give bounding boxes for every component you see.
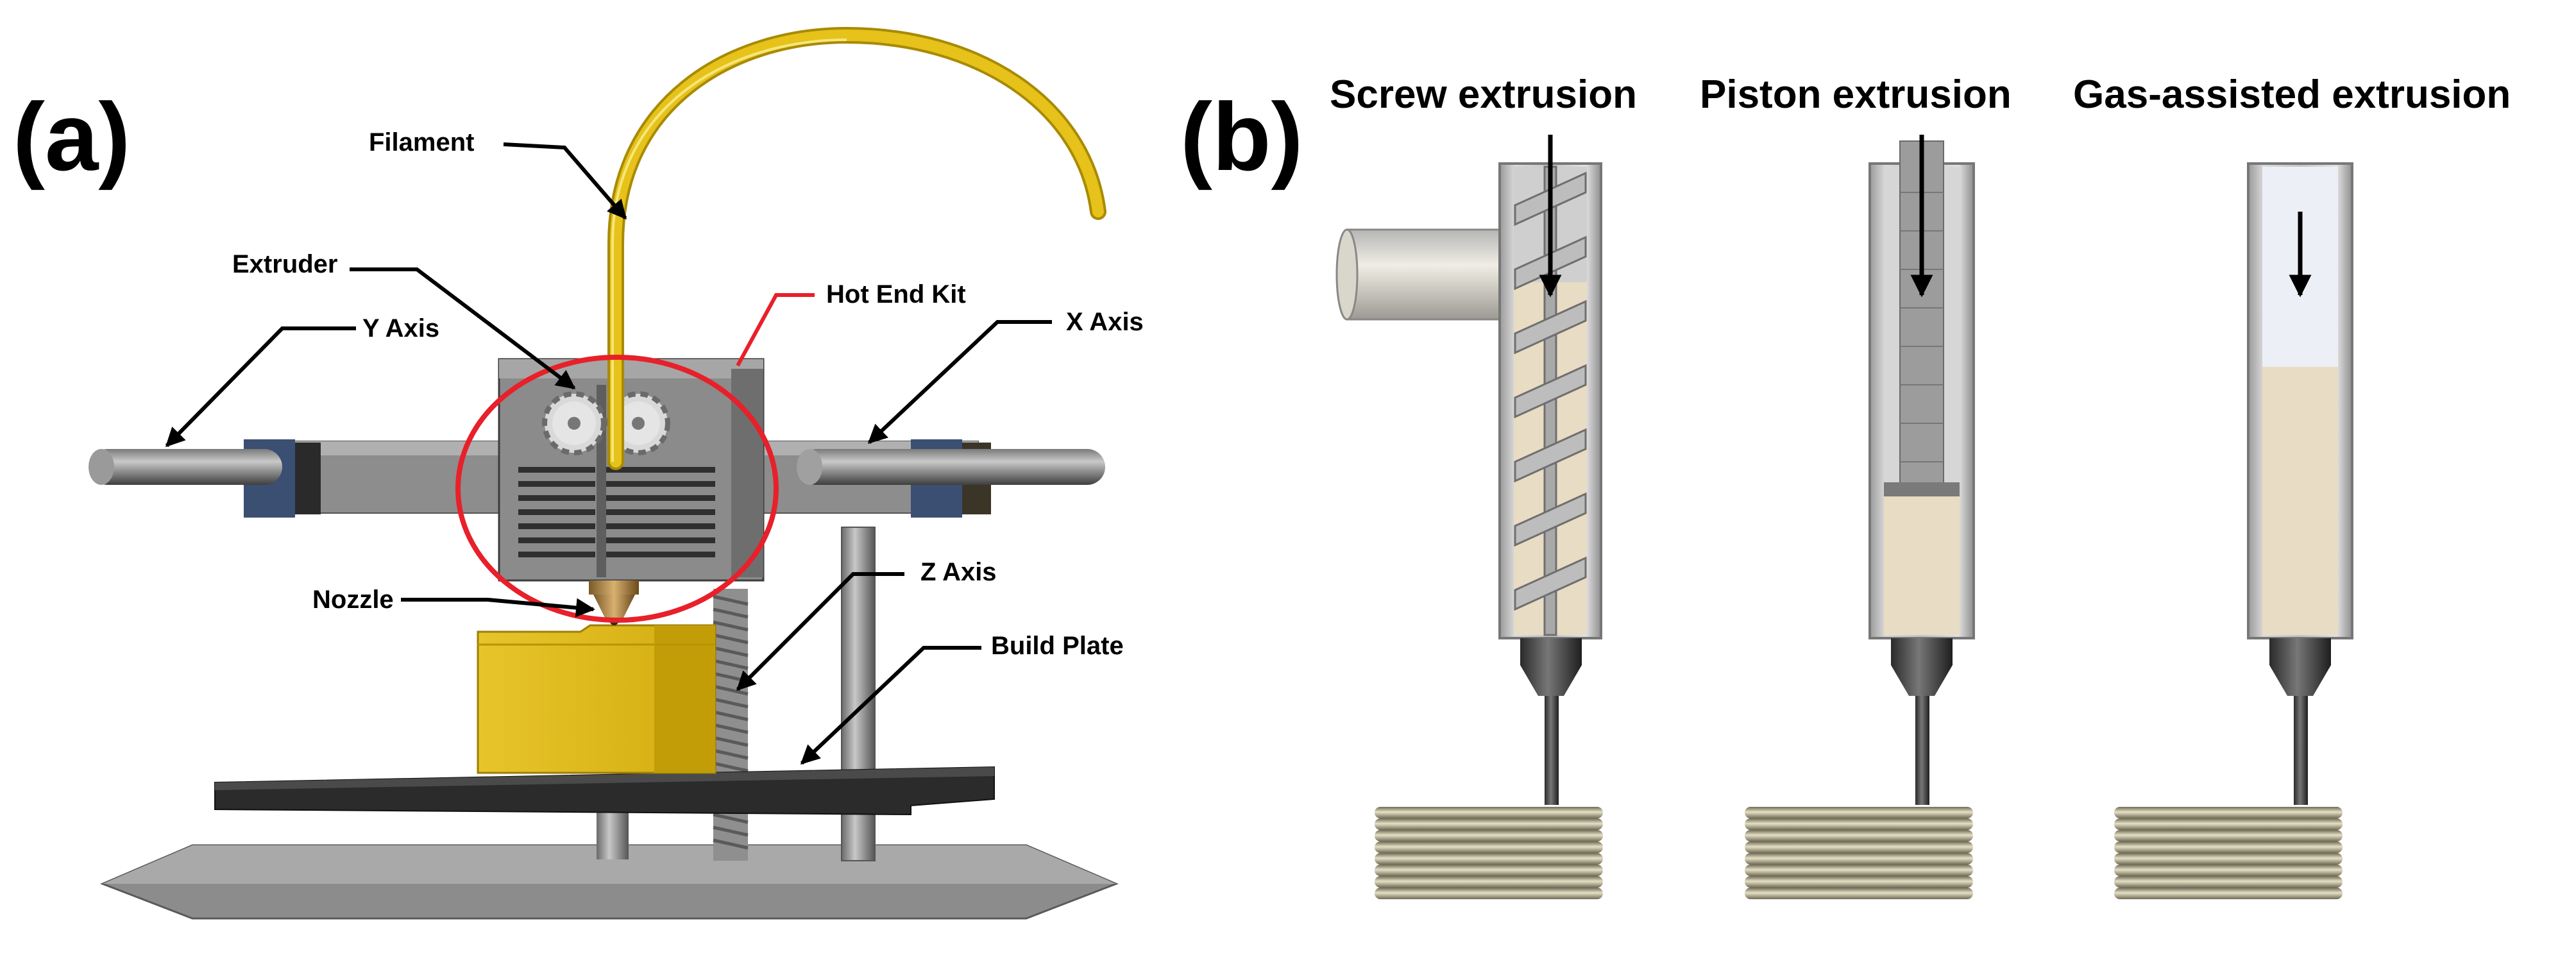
screw-extrusion-title: Screw extrusion — [1330, 72, 1637, 117]
label-y-axis: Y Axis — [362, 314, 439, 342]
gas-paste — [2262, 367, 2338, 635]
extruder-gear-left — [542, 391, 606, 455]
piston-head — [1884, 482, 1960, 496]
extruder-leader — [350, 267, 576, 390]
piston-extrusion-title: Piston extrusion — [1700, 72, 2012, 117]
label-hot-end-kit: Hot End Kit — [826, 280, 966, 308]
panel-b-label: (b) — [1180, 83, 1303, 190]
piston-printed-layers — [1745, 807, 1973, 899]
label-build-plate: Build Plate — [991, 632, 1124, 660]
piston-extrusion-diagram: Piston extrusion — [1700, 72, 2012, 899]
y-axis-leader — [165, 326, 356, 448]
screw-inlet-pipe — [1346, 228, 1521, 321]
build-plate-leader — [800, 646, 981, 765]
gas-extrusion-diagram: Gas-assisted extrusion — [2073, 72, 2511, 899]
printed-part — [477, 624, 716, 774]
x-axis-leader — [867, 320, 1052, 444]
screw-helix — [1514, 165, 1587, 636]
z-axis-leader — [736, 572, 904, 691]
nozzle-leader — [401, 598, 595, 618]
hot-end-kit-leader — [736, 293, 815, 367]
label-z-axis: Z Axis — [920, 558, 997, 586]
label-filament: Filament — [369, 128, 474, 156]
panel-a: (a) — [13, 26, 1144, 920]
label-nozzle: Nozzle — [312, 586, 394, 614]
screw-printed-layers — [1375, 807, 1603, 899]
gas-printed-layers — [2114, 807, 2343, 899]
filament-leader — [503, 142, 627, 220]
piston-paste — [1884, 496, 1960, 635]
x-axis-rod — [797, 449, 1105, 485]
label-extruder: Extruder — [232, 250, 338, 278]
panel-b: (b) Screw extrusion — [1180, 72, 2511, 899]
nozzle-part — [589, 580, 639, 625]
gas-extrusion-title: Gas-assisted extrusion — [2073, 72, 2511, 117]
y-axis-rod — [89, 449, 282, 485]
panel-a-label: (a) — [13, 83, 130, 190]
hot-end-highlight-circle — [455, 355, 779, 623]
z-lead-screw — [713, 589, 749, 861]
screw-extrusion-diagram: Screw extrusion — [1330, 72, 1637, 899]
label-x-axis: X Axis — [1066, 308, 1144, 336]
